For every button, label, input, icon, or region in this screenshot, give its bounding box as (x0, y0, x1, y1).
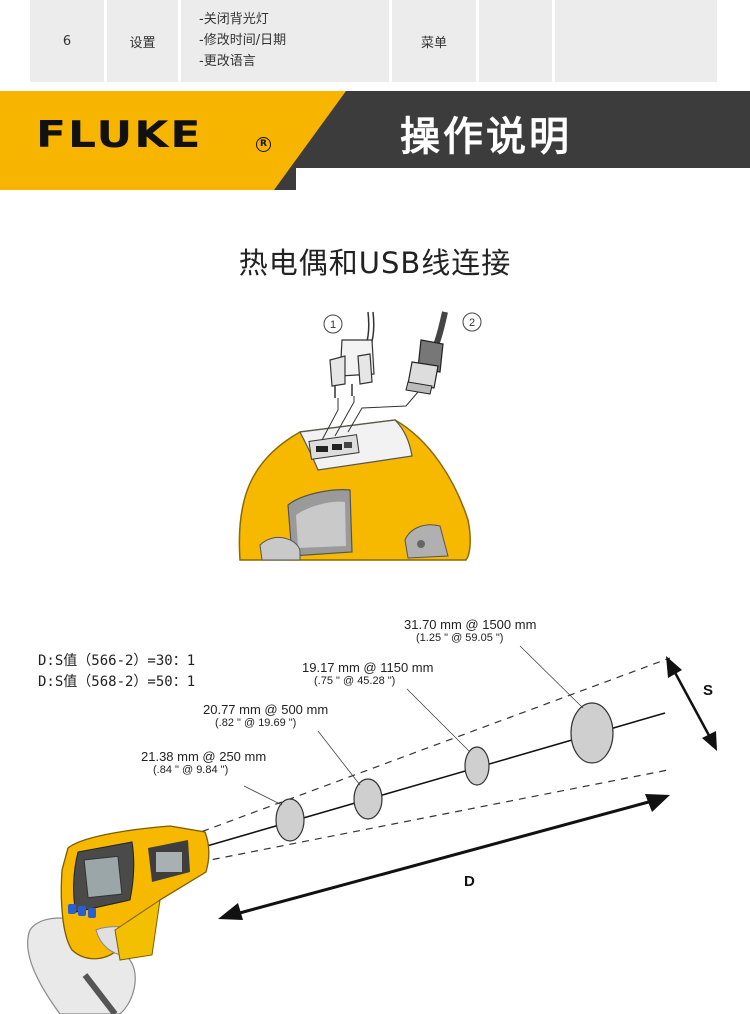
usb-cable-connector (405, 311, 448, 395)
spot-label-1150: 19.17 mm @ 1150 mm (.75 " @ 45.28 ") (302, 660, 434, 687)
ds-ratio-566: D:S值（566-2）=30：1 (38, 653, 196, 669)
spot-label-250: 21.38 mm @ 250 mm (.84 " @ 9.84 ") (141, 749, 267, 776)
thermocouple-plug (329, 311, 375, 398)
spot-ellipses (275, 702, 614, 842)
function-item: -更改语言 (199, 54, 256, 69)
svg-text:1: 1 (330, 319, 336, 331)
section-banner (0, 91, 750, 190)
thermometer-gun-illustration (27, 825, 210, 1014)
settings-table-row: 6 设置 -关闭背光灯 -修改时间/日期 -更改语言 菜单 (30, 0, 720, 82)
thermometer-top-view (238, 419, 471, 561)
banner-title: 操作说明 (400, 114, 572, 160)
callout-1-icon: 1 (323, 314, 343, 334)
callout-2-icon: 2 (462, 312, 482, 332)
function-item: -修改时间/日期 (199, 33, 287, 48)
banner-background (0, 91, 750, 190)
row-functions: -关闭背光灯 -修改时间/日期 -更改语言 (181, 0, 389, 82)
section-title: 热电偶和USB线连接 (238, 246, 512, 280)
distance-arrow (218, 794, 670, 920)
distance-label: D (464, 873, 475, 890)
row-location: 菜单 (392, 0, 476, 82)
ds-ratio-568: D:S值（568-2）=50：1 (38, 674, 196, 690)
row-extra-1 (479, 0, 552, 82)
registered-mark-icon: R (256, 137, 271, 152)
function-item: -关闭背光灯 (199, 12, 269, 27)
row-name: 设置 (107, 0, 178, 82)
row-number: 6 (30, 0, 104, 82)
fluke-logo: FLUKE (36, 114, 203, 156)
spot-size-label: S (703, 682, 714, 699)
spot-size-arrow (666, 656, 717, 751)
spot-label-500: 20.77 mm @ 500 mm (.82 " @ 19.69 ") (203, 702, 329, 729)
row-extra-2 (555, 0, 717, 82)
spot-label-1500: 31.70 mm @ 1500 mm (1.25 " @ 59.05 ") (404, 617, 537, 644)
svg-text:2: 2 (469, 317, 475, 329)
